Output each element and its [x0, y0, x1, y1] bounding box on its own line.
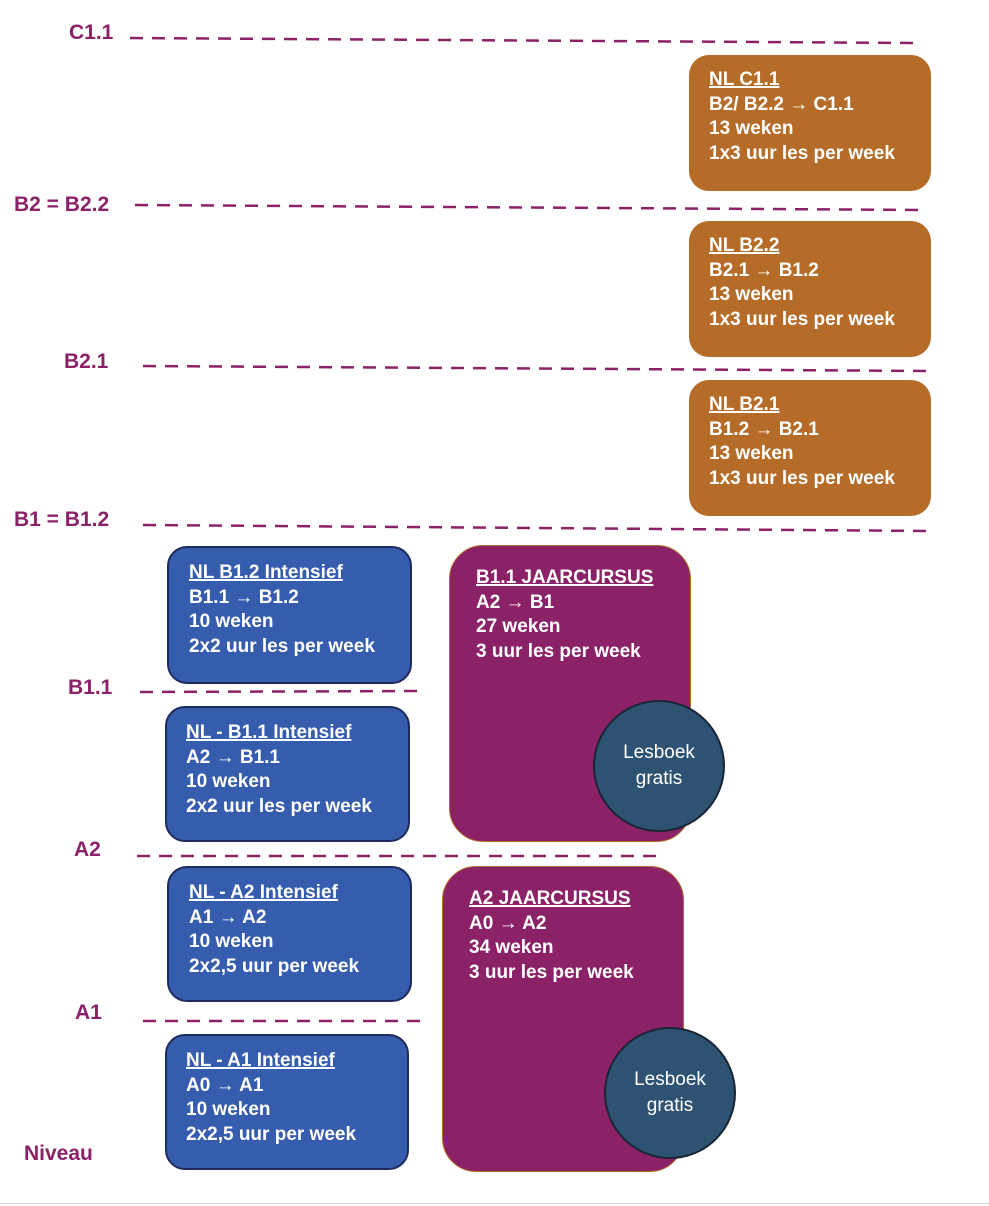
course-route: B2.1 → B1.2 — [709, 259, 819, 281]
course-hours: 1x3 uur les per week — [709, 142, 895, 164]
level-label-b1: B1 = B1.2 — [14, 508, 110, 531]
course-duration: 34 weken — [469, 937, 554, 958]
course-route: A0 → A2 — [469, 912, 547, 934]
badge-line-2: gratis — [635, 768, 683, 789]
divider-b1-1 — [139, 689, 419, 694]
level-label-b1-1: B1.1 — [68, 676, 113, 699]
course-title: B1.1 JAARCURSUS — [476, 567, 654, 588]
course-duration: 10 weken — [189, 611, 274, 632]
level-label-c1-1: C1.1 — [69, 21, 114, 44]
divider-b2 — [134, 203, 923, 212]
divider-b2-1 — [142, 364, 931, 373]
level-label-b2-1: B2.1 — [64, 350, 109, 373]
badge-line-1: Lesboek — [623, 742, 695, 763]
course-card-nl-a1-intensief[interactable]: NL - A1 Intensief A0 → A1 10 weken 2x2,5… — [165, 1034, 409, 1170]
course-title: NL - A1 Intensief — [186, 1050, 335, 1071]
divider-c1-1 — [129, 36, 916, 45]
level-label-a2: A2 — [74, 838, 101, 861]
course-duration: 27 weken — [476, 616, 561, 637]
course-duration: 10 weken — [186, 771, 271, 792]
axis-label-niveau: Niveau — [24, 1142, 93, 1165]
course-card-a2-jaarcursus[interactable]: A2 JAARCURSUS A0 → A2 34 weken 3 uur les… — [442, 866, 684, 1172]
level-label-b2: B2 = B2.2 — [14, 193, 110, 216]
course-card-b1-1-jaarcursus[interactable]: B1.1 JAARCURSUS A2 → B1 27 weken 3 uur l… — [449, 545, 691, 842]
free-textbook-badge: Lesboek gratis — [604, 1027, 736, 1159]
course-title: NL B1.2 Intensief — [189, 562, 343, 583]
free-textbook-badge: Lesboek gratis — [593, 700, 725, 832]
course-hours: 2x2 uur les per week — [189, 635, 375, 657]
course-hours: 3 uur les per week — [476, 640, 641, 662]
divider-b1 — [142, 523, 931, 533]
course-hours: 1x3 uur les per week — [709, 467, 895, 489]
course-route: A2 → B1.1 — [186, 746, 280, 768]
course-card-nl-b2-1[interactable]: NL B2.1 B1.2 → B2.1 13 weken 1x3 uur les… — [689, 380, 931, 516]
course-route: A1 → A2 — [189, 906, 267, 928]
course-route: A0 → A1 — [186, 1074, 264, 1096]
course-hours: 1x3 uur les per week — [709, 308, 895, 330]
course-title: NL - B1.1 Intensief — [186, 722, 352, 743]
course-hours: 2x2,5 uur per week — [189, 955, 360, 977]
course-route: B1.2 → B2.1 — [709, 418, 819, 440]
course-title: NL B2.2 — [709, 235, 780, 256]
badge-line-2: gratis — [646, 1095, 694, 1116]
course-duration: 13 weken — [709, 284, 794, 305]
course-card-nl-c1-1[interactable]: NL C1.1 B2/ B2.2 → C1.1 13 weken 1x3 uur… — [689, 55, 931, 191]
course-route: A2 → B1 — [476, 591, 555, 613]
course-card-nl-b2-2[interactable]: NL B2.2 B2.1 → B1.2 13 weken 1x3 uur les… — [689, 221, 931, 357]
course-title: A2 JAARCURSUS — [469, 888, 631, 909]
course-card-nl-b1-1-intensief[interactable]: NL - B1.1 Intensief A2 → B1.1 10 weken 2… — [165, 706, 410, 842]
level-label-a1: A1 — [75, 1001, 102, 1024]
course-hours: 2x2 uur les per week — [186, 795, 372, 817]
course-title: NL B2.1 — [709, 394, 780, 415]
course-title: NL C1.1 — [709, 69, 780, 90]
course-duration: 10 weken — [186, 1099, 271, 1120]
course-title: NL - A2 Intensief — [189, 882, 338, 903]
bottom-border — [0, 1203, 989, 1204]
course-route: B1.1 → B1.2 — [189, 586, 299, 608]
course-card-nl-b1-2-intensief[interactable]: NL B1.2 Intensief B1.1 → B1.2 10 weken 2… — [167, 546, 412, 684]
course-hours: 3 uur les per week — [469, 961, 634, 983]
course-duration: 13 weken — [709, 118, 794, 139]
course-duration: 10 weken — [189, 931, 274, 952]
course-duration: 13 weken — [709, 443, 794, 464]
badge-line-1: Lesboek — [634, 1069, 706, 1090]
course-card-nl-a2-intensief[interactable]: NL - A2 Intensief A1 → A2 10 weken 2x2,5… — [167, 866, 412, 1002]
course-route: B2/ B2.2 → C1.1 — [709, 93, 854, 115]
course-hours: 2x2,5 uur per week — [186, 1123, 357, 1145]
